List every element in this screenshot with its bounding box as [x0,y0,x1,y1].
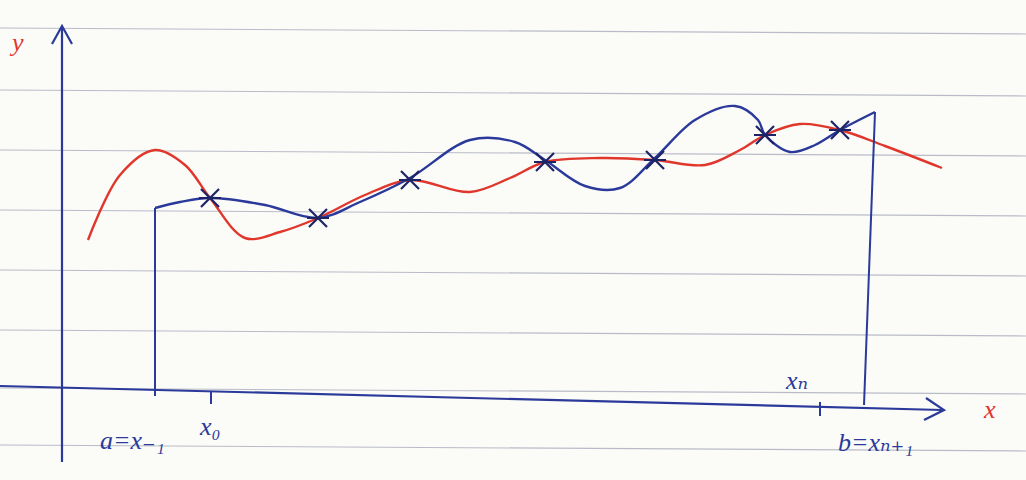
ruled-line [0,270,1026,276]
node-mark [644,151,666,169]
y-axis [61,28,63,462]
axis-arrowhead [924,398,944,420]
ruled-line [0,330,1026,336]
node-mark [754,126,776,144]
endpoint-label: a=x₋₁ [100,428,165,454]
tick-mark [819,402,821,416]
interpolating-curve [155,106,875,218]
axis-label: x [984,397,996,423]
ruled-line [0,28,1026,34]
node-mark [399,171,421,189]
node-mark [307,209,329,227]
boundary-line [154,208,156,396]
node-label: x₀ [200,414,221,440]
tick-mark [210,392,212,404]
node-mark [534,153,556,171]
node-label: xₙ [786,368,808,394]
endpoint-label: b=xₙ₊₁ [838,430,913,456]
axis-label: y [12,30,24,56]
node-mark [199,189,221,207]
boundary-line [864,112,875,405]
ruled-line [0,90,1026,96]
node-mark [829,121,851,139]
axis-arrowhead [52,26,72,44]
